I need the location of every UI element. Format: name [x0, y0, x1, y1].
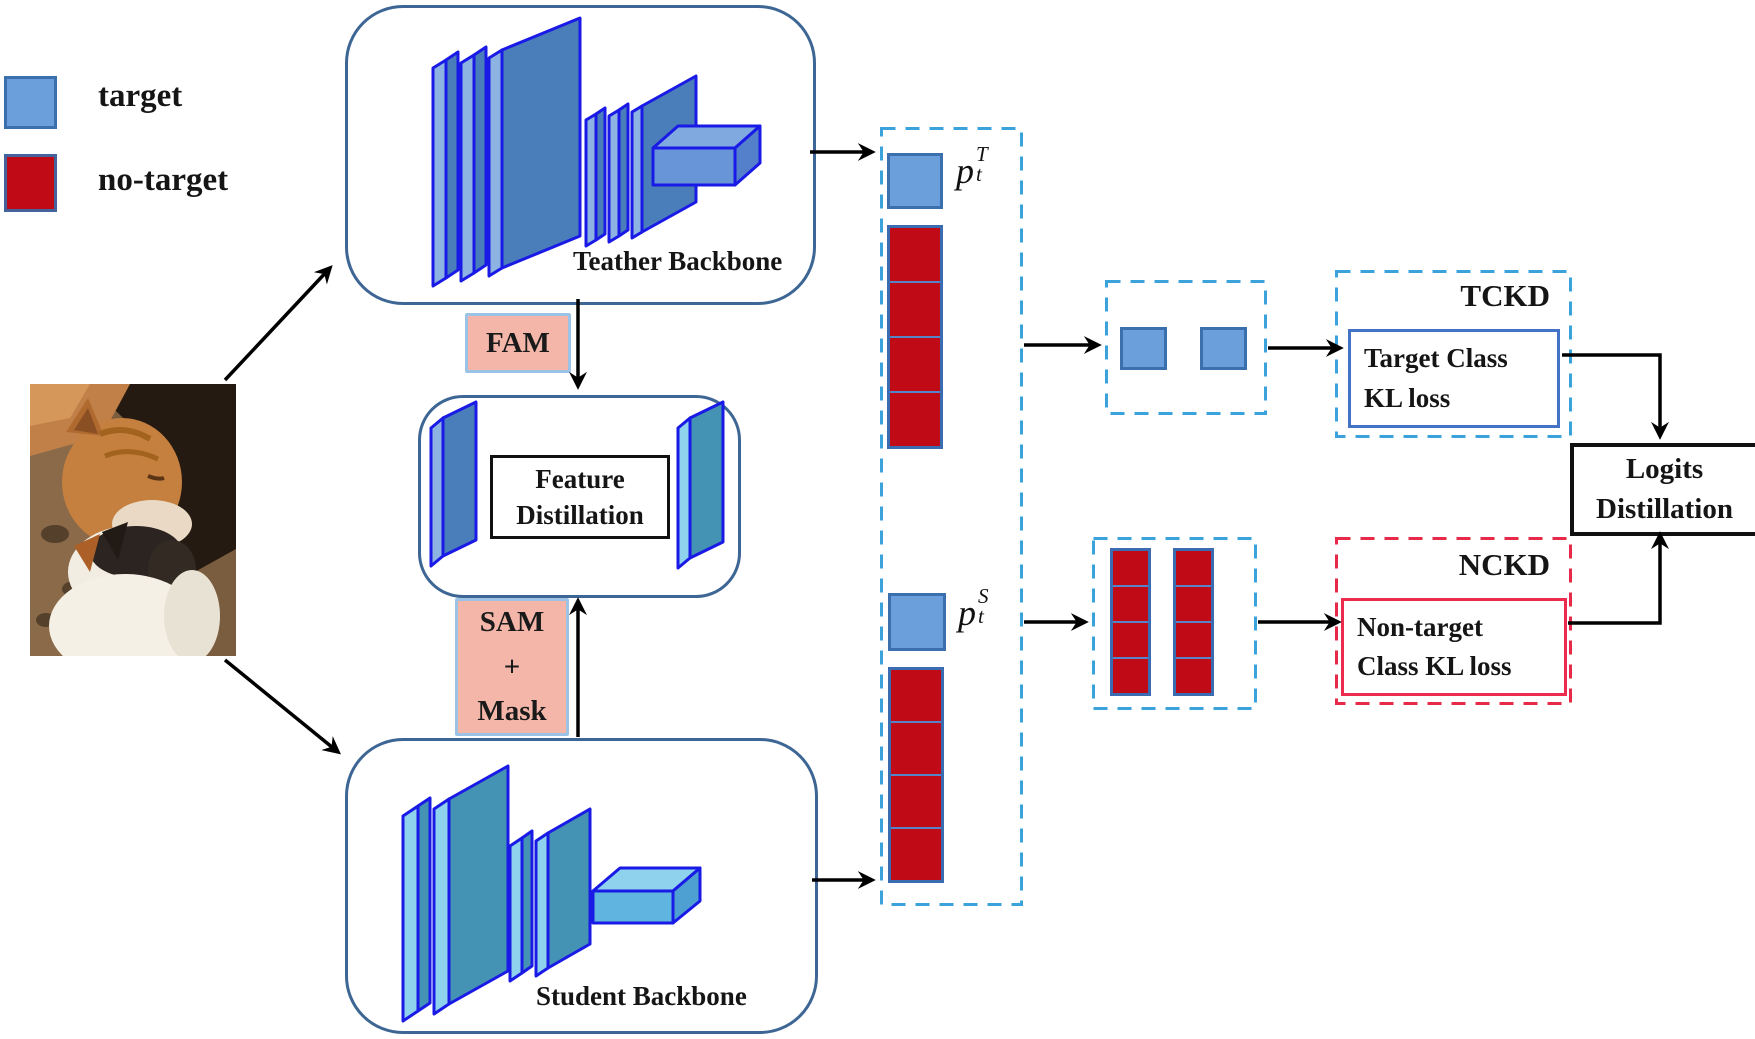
target-class-pair-box: [1105, 280, 1267, 415]
teacher-target-prob: [1120, 327, 1167, 370]
student-target-prob: [1200, 327, 1247, 370]
tckd-title: TCKD: [1460, 278, 1550, 313]
legend-target-swatch: [4, 76, 57, 129]
sam-mask-module: SAM + Mask: [455, 598, 569, 736]
mask-label: Mask: [477, 695, 547, 728]
non-target-cell: [890, 283, 940, 338]
teacher-non-target-logits: [887, 225, 943, 449]
nckd-loss-line2: Class KL loss: [1357, 651, 1512, 681]
input-cats-image: [30, 384, 236, 656]
logits-distillation-line1: Logits: [1625, 453, 1704, 486]
legend-target-label: target: [98, 78, 183, 114]
non-target-cell: [1176, 587, 1211, 623]
arrow-tckd-to-logits-distillation: [1562, 353, 1669, 440]
non-target-cell: [891, 829, 941, 880]
non-target-cell: [891, 723, 941, 776]
non-target-cell: [1113, 551, 1148, 587]
student-backbone-label: Student Backbone: [536, 981, 747, 1011]
student-non-target-probs: [1173, 548, 1214, 696]
feature-distillation-box: Feature Distillation: [418, 395, 741, 598]
non-target-cell: [1113, 623, 1148, 659]
feature-distillation-line1: Feature: [535, 463, 625, 494]
teacher-non-target-probs: [1110, 548, 1151, 696]
legend-no-target-label: no-target: [98, 162, 229, 198]
non-target-cell: [890, 228, 940, 283]
non-target-cell: [1176, 623, 1211, 659]
arrow-cat-to-student: [223, 658, 341, 755]
plus-label: +: [503, 650, 521, 683]
non-target-cell: [1176, 659, 1211, 693]
logits-distillation-line2: Distillation: [1596, 492, 1733, 525]
non-target-cell: [891, 670, 941, 723]
sam-label: SAM: [479, 605, 545, 638]
fam-label: FAM: [486, 326, 550, 359]
student-non-target-logits: [888, 667, 944, 883]
student-backbone-box: Student Backbone: [345, 738, 818, 1034]
non-target-cell: [1113, 659, 1148, 693]
teacher-feature-maps: [431, 16, 762, 288]
tckd-loss-box: Target Class KL loss: [1348, 329, 1560, 428]
fam-module: FAM: [465, 313, 571, 373]
feature-distillation-line2: Distillation: [516, 500, 644, 530]
student-target-logit: [888, 593, 946, 651]
target-pair-dashed-border: [1105, 280, 1267, 415]
teacher-backbone-box: Teather Backbone: [345, 5, 816, 305]
non-target-cell: [890, 393, 940, 446]
arrow-nckd-to-logits-distillation: [1568, 531, 1669, 625]
logits-column-dashed-border: [880, 127, 1023, 906]
nckd-box: NCKD Non-target Class KL loss: [1335, 537, 1572, 705]
feature-distillation-maps: [429, 400, 725, 570]
non-target-pair-box: [1092, 537, 1257, 710]
feature-distillation-label-box: Feature Distillation: [490, 455, 670, 539]
non-target-cell: [1113, 587, 1148, 623]
non-target-cell: [890, 338, 940, 393]
tckd-loss-line2: KL loss: [1364, 382, 1451, 413]
tckd-box: TCKD Target Class KL loss: [1335, 270, 1572, 438]
non-target-pair-dashed-border: [1092, 537, 1257, 710]
legend-no-target-swatch: [4, 154, 57, 212]
tckd-loss-line1: Target Class: [1364, 343, 1508, 374]
nckd-loss-box: Non-target Class KL loss: [1341, 598, 1567, 696]
nckd-loss-line1: Non-target: [1357, 611, 1483, 642]
non-target-cell: [1176, 551, 1211, 587]
nckd-title: NCKD: [1458, 547, 1550, 582]
teacher-target-logit: [887, 153, 943, 209]
non-target-cell: [891, 776, 941, 829]
logits-distillation-box: Logits Distillation: [1570, 443, 1755, 536]
arrow-cat-to-teacher: [223, 265, 333, 382]
student-feature-maps: [401, 764, 702, 1023]
teacher-backbone-label: Teather Backbone: [573, 246, 783, 276]
